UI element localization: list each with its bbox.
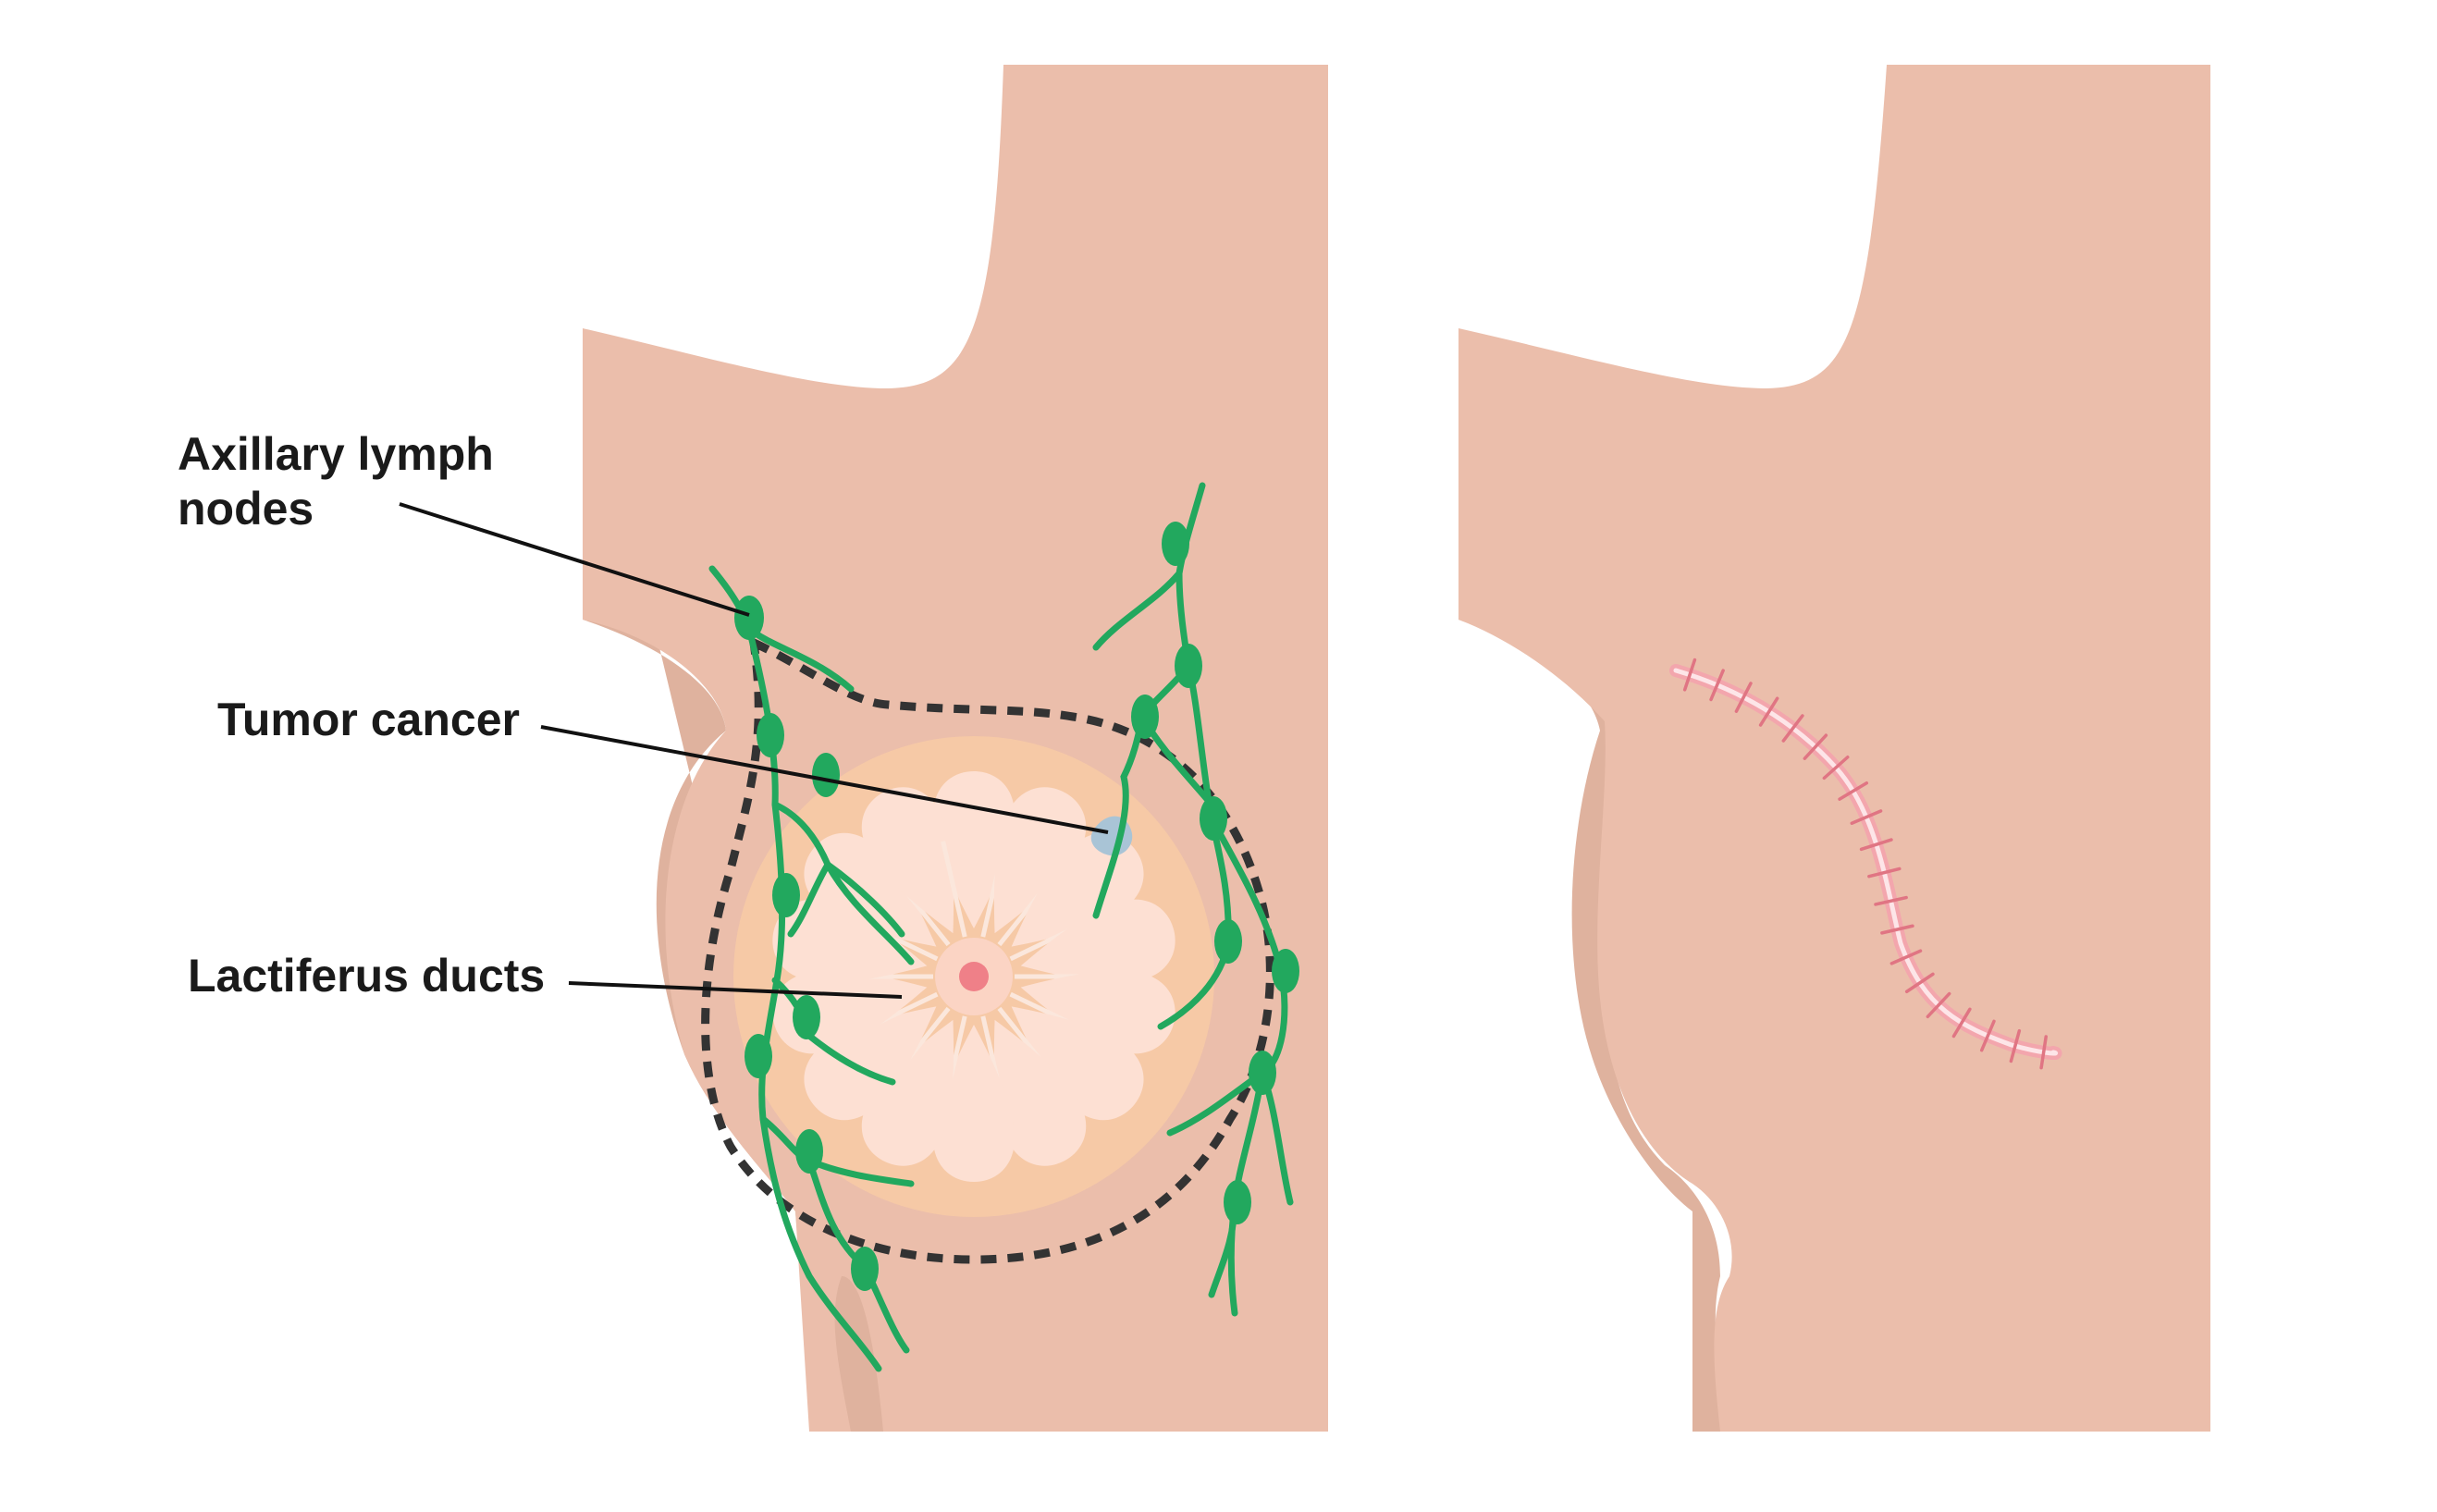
scar-stitch (2009, 1028, 2022, 1063)
duct-lobule (772, 899, 928, 983)
lymph-node-icon (745, 1034, 772, 1078)
leader-ducts (568, 981, 903, 999)
lymph-node-icon (851, 1247, 879, 1291)
duct-lobule (861, 787, 954, 934)
lymph-node-icon (793, 995, 820, 1039)
lymph-node-icon (1214, 919, 1242, 964)
scar-stitch (1889, 949, 1923, 965)
leader-axillary (399, 502, 750, 617)
scar-stitch (1758, 696, 1779, 727)
duct-lobule (1011, 1006, 1144, 1121)
labels: Axillary lymph nodes Tumor cancer Lactif… (178, 428, 1109, 1002)
lymph-node-icon (772, 873, 800, 917)
duct-lobule (1020, 899, 1175, 983)
lymph-node-icon (1249, 1051, 1276, 1095)
duct-lobule (861, 1019, 954, 1166)
duct-lobule (933, 1025, 1015, 1182)
torso-after-shadow (1459, 328, 1729, 1432)
scar-stitch (2039, 1035, 2048, 1070)
torso-before-inner-shadow (834, 1276, 883, 1432)
scar-stitch (1874, 895, 1908, 906)
duct-lobule (804, 1006, 937, 1121)
surgical-scar-icon (1669, 658, 2062, 1070)
label-axillary-line1: Axillary lymph (178, 428, 494, 480)
torso-after-skin (1459, 65, 2210, 1432)
scar-stitches (1682, 658, 2048, 1070)
scar-stitch (1859, 838, 1893, 852)
lymph-node-icon (1224, 1180, 1251, 1224)
label-tumor: Tumor cancer (217, 694, 520, 745)
lymph-node-icon (795, 1129, 823, 1174)
duct-lobule (1020, 970, 1175, 1054)
scar-stitch (1951, 1007, 1972, 1039)
lactiferus-ducts (772, 771, 1175, 1182)
lymph-node-icon (1162, 522, 1189, 566)
lymph-node-icon (757, 713, 784, 757)
scar-stitch (1734, 682, 1753, 713)
torso-after (1459, 65, 2210, 1432)
scar-stitch (1926, 991, 1951, 1019)
label-ducts: Lactiferus ducts (188, 950, 545, 1002)
scar-stitch (1822, 755, 1850, 781)
duct-lobule (804, 832, 937, 947)
lymph-vessel (824, 861, 905, 938)
nipple-icon (959, 962, 989, 991)
scar-stitch (1979, 1019, 1996, 1052)
leader-tumor (540, 725, 1109, 834)
removal-dashed-outline (701, 635, 1274, 1264)
lymph-node-icon (1200, 796, 1227, 841)
lymphatic-system (708, 482, 1299, 1372)
scar-stitch (1838, 781, 1869, 801)
scar-stitch (1682, 658, 1697, 692)
scar-core (1673, 668, 2058, 1056)
lymph-node-icon (1131, 695, 1159, 739)
scar-stitch (1850, 809, 1883, 825)
lymph-node-icon (1175, 644, 1202, 688)
scar-stitch (1867, 867, 1902, 879)
scar-stitch (1709, 669, 1725, 702)
lymph-node-icon (812, 753, 840, 797)
duct-lobule (993, 1019, 1087, 1166)
duct-channel (941, 841, 967, 938)
scar-stitch (1880, 924, 1914, 935)
scar-stitch (1781, 714, 1804, 743)
lymph-node-icon (1272, 949, 1299, 993)
scar-stitch (1904, 972, 1935, 994)
breast-before (733, 736, 1214, 1217)
lymph-vessel (787, 861, 831, 938)
label-axillary-line2: nodes (178, 483, 314, 535)
scar-stitch (1803, 733, 1828, 760)
lymph-node-icon (734, 596, 764, 640)
